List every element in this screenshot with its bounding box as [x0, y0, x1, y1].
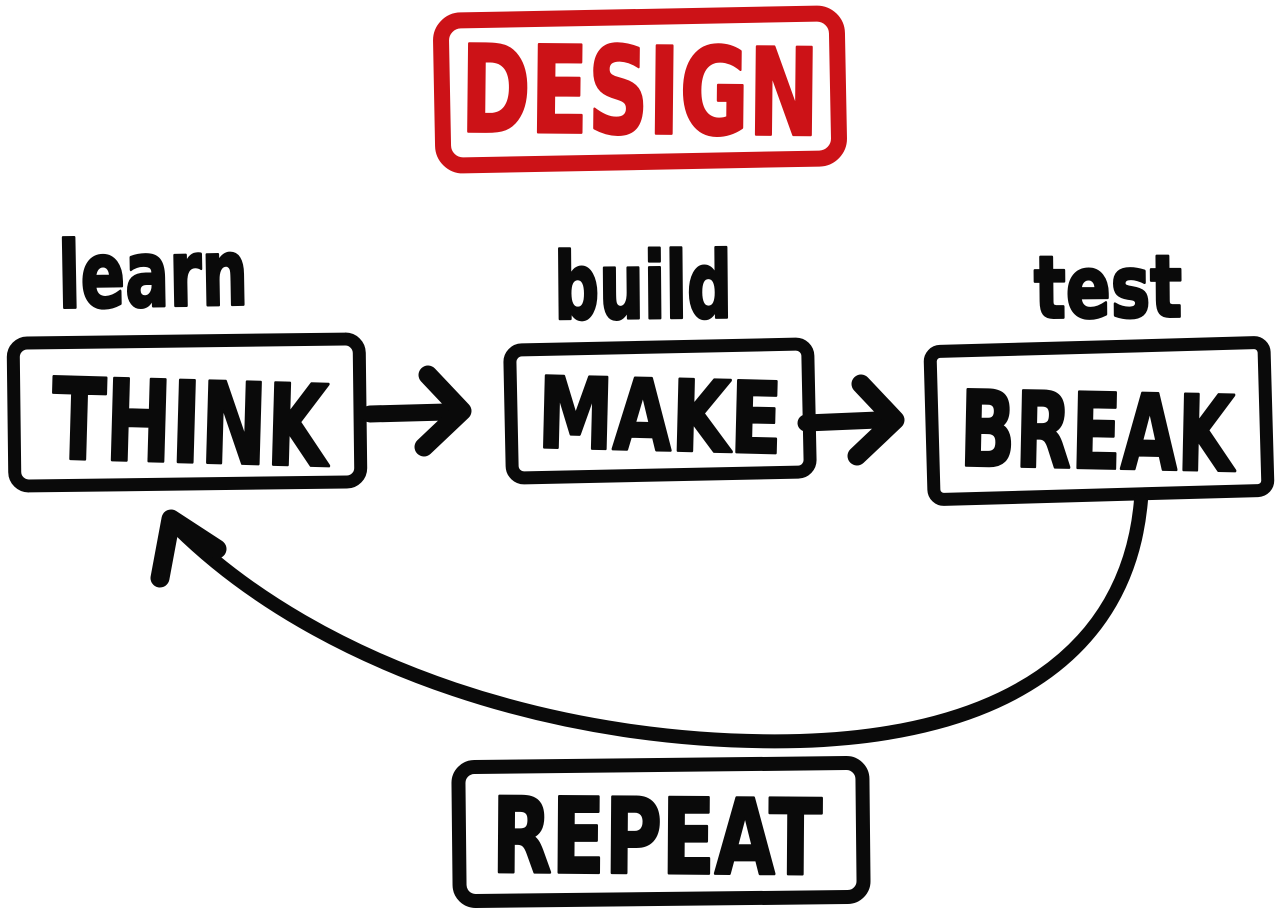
- break-node: BREAK: [923, 336, 1275, 506]
- annotation-test: test: [1034, 237, 1183, 338]
- arrow-head: [414, 365, 472, 457]
- design-title-label: DESIGN: [460, 21, 819, 164]
- make-label: MAKE: [537, 357, 784, 477]
- design-title-group: DESIGN: [433, 5, 847, 174]
- loop-arrow-break-to-think: [150, 493, 1148, 749]
- arrow-make-to-break: [797, 374, 905, 466]
- repeat-box: [451, 756, 871, 908]
- make-node: MAKE: [503, 337, 817, 485]
- arrow-head: [847, 374, 905, 466]
- arrow-shaft: [361, 403, 455, 423]
- loop-arrow-head: [150, 509, 227, 588]
- annotation-learn: learn: [57, 219, 249, 329]
- repeat-label: REPEAT: [492, 775, 823, 899]
- break-box: [923, 336, 1275, 506]
- make-box: [503, 337, 817, 485]
- arrow-think-to-make: [361, 365, 472, 457]
- break-label: BREAK: [959, 368, 1238, 496]
- repeat-node: REPEAT: [451, 756, 871, 908]
- think-box: [6, 332, 368, 493]
- design-title-box: [433, 5, 847, 174]
- arrow-shaft: [797, 411, 887, 432]
- loop-arrow-curve: [171, 493, 1148, 749]
- annotation-build: build: [554, 232, 733, 341]
- think-node: THINK: [6, 332, 368, 494]
- think-label: THINK: [50, 355, 332, 493]
